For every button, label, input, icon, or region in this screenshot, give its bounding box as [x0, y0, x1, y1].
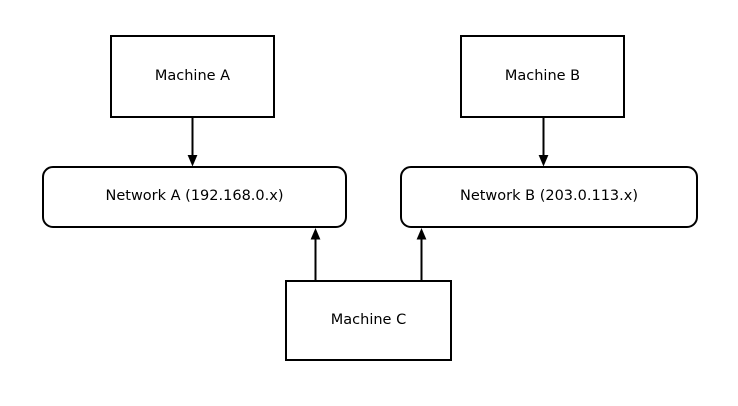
- node-machine-a[interactable]: Machine A: [110, 35, 275, 118]
- node-machine-c[interactable]: Machine C: [285, 280, 452, 361]
- node-machine-b[interactable]: Machine B: [460, 35, 625, 118]
- node-network-b-label: Network B (203.0.113.x): [459, 188, 638, 205]
- edge-machine-c-network-a: [310, 228, 321, 280]
- node-network-a[interactable]: Network A (192.168.0.x): [42, 166, 347, 228]
- node-machine-c-label: Machine C: [330, 311, 407, 328]
- node-machine-a-label: Machine A: [154, 67, 231, 84]
- node-network-b[interactable]: Network B (203.0.113.x): [400, 166, 698, 228]
- edge-machine-a-network-a: [187, 118, 198, 167]
- edge-machine-c-network-b: [416, 228, 427, 280]
- node-machine-b-label: Machine B: [504, 67, 581, 84]
- edge-machine-b-network-b: [538, 118, 549, 167]
- node-network-a-label: Network A (192.168.0.x): [105, 188, 284, 205]
